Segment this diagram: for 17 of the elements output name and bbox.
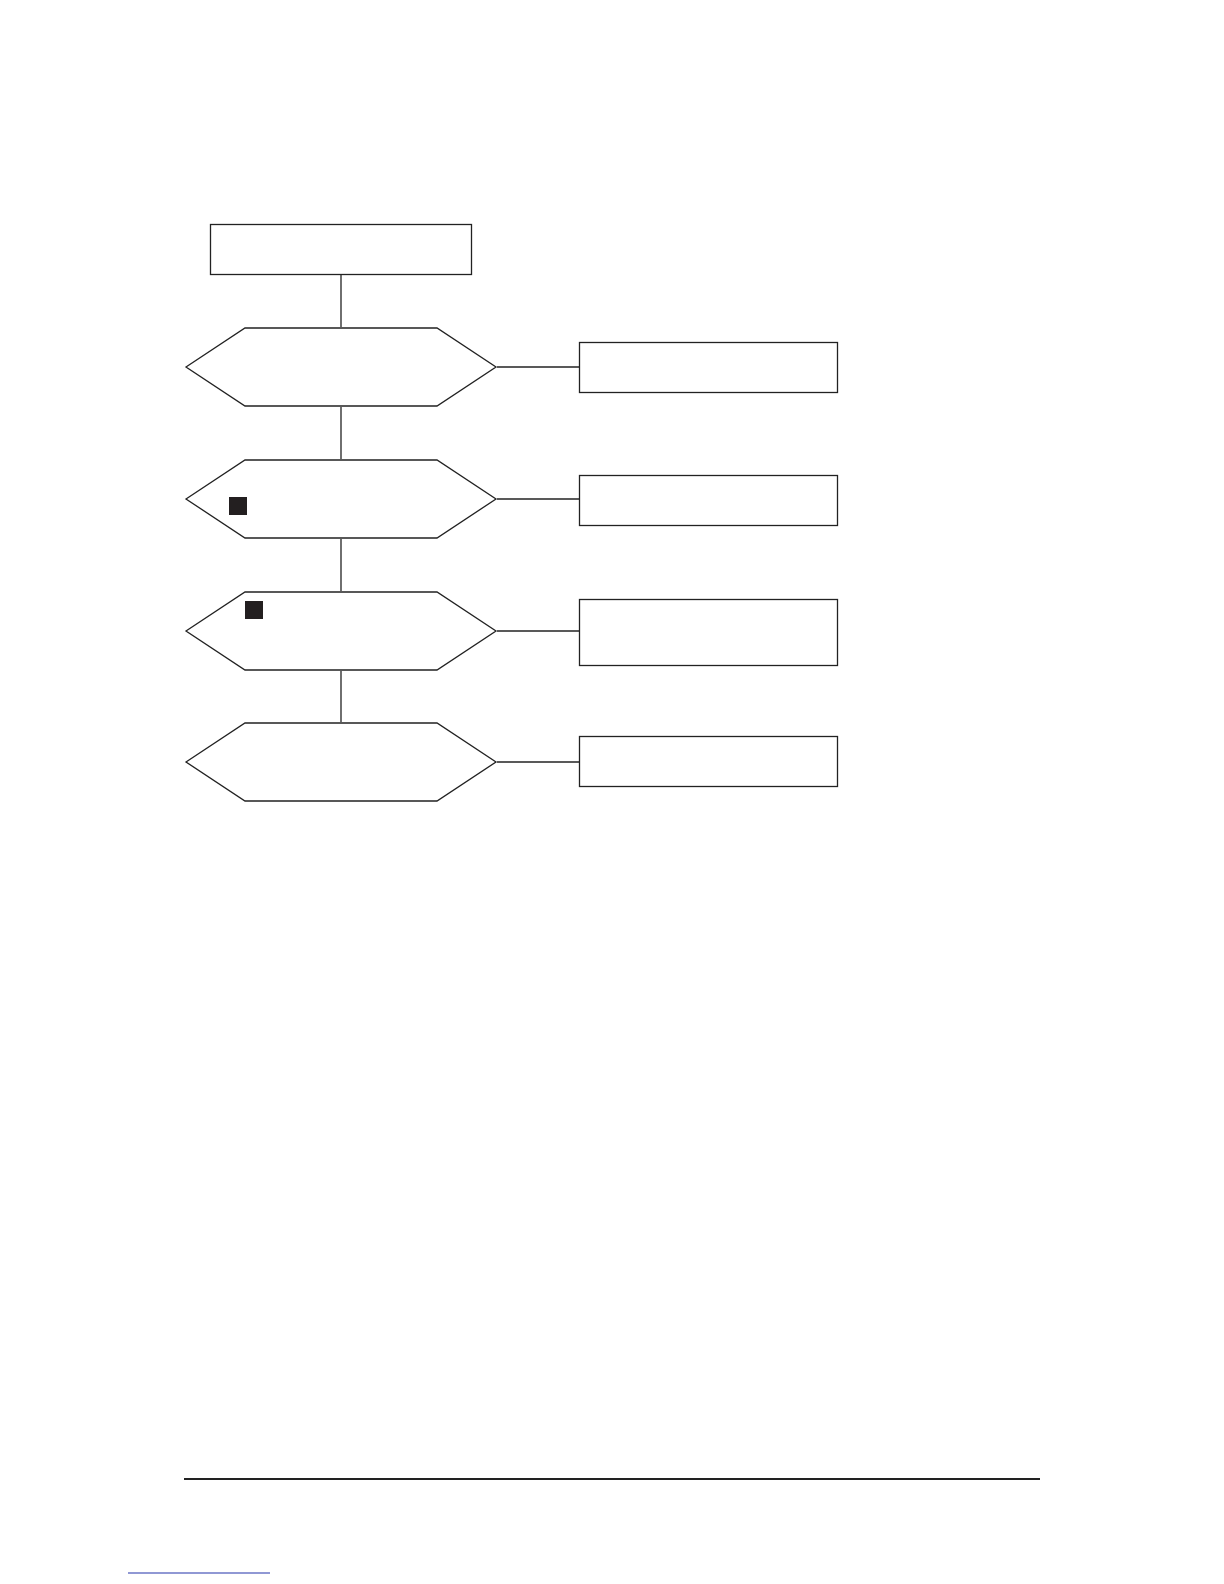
connector-line <box>496 498 580 500</box>
process-box <box>578 735 839 788</box>
connector-line <box>496 761 580 763</box>
connector-line <box>340 274 342 328</box>
decision-hexagon <box>184 459 498 539</box>
process-box <box>578 598 839 667</box>
process-box <box>209 223 473 276</box>
connector-line <box>496 366 580 368</box>
connector-line <box>340 538 342 592</box>
decision-hexagon <box>184 591 498 671</box>
process-box <box>578 474 839 527</box>
process-box <box>578 341 839 394</box>
decision-hexagon <box>184 722 498 802</box>
decision-hexagon <box>184 327 498 407</box>
connector-line <box>340 406 342 460</box>
connector-line <box>496 630 580 632</box>
connector-line <box>340 670 342 723</box>
